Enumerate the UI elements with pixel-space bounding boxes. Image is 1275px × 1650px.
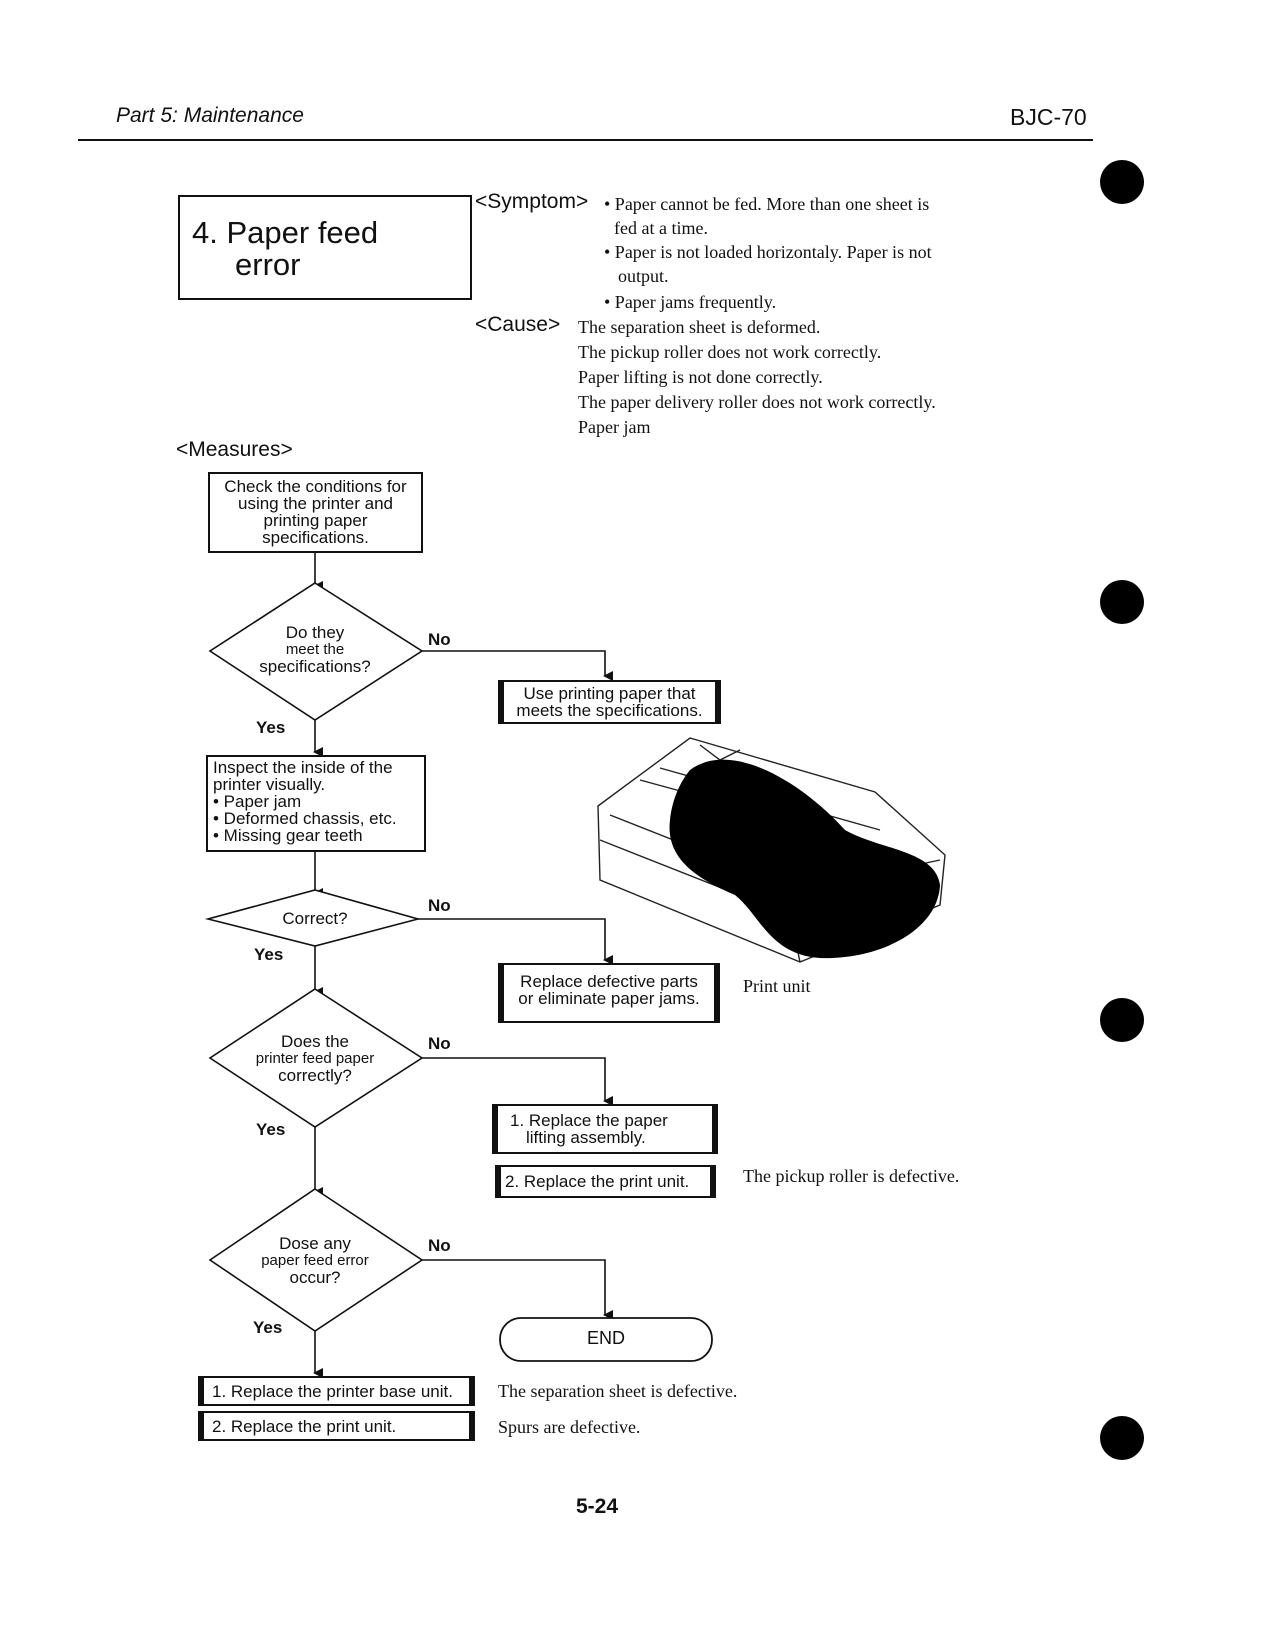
box-text: • Paper jam — [213, 792, 302, 811]
decision-correct: Correct? — [282, 909, 348, 928]
use-paper-box: Use printing paper that meets the specif… — [498, 680, 721, 724]
header-section: Part 5: Maintenance — [116, 104, 304, 127]
box-text: meets the specifications. — [516, 701, 703, 720]
replace-base-unit-box: 1. Replace the printer base unit. — [198, 1376, 475, 1406]
replace-lifting-box: 1. Replace the paper lifting assembly. — [492, 1104, 718, 1154]
decision-text: paper feed error — [261, 1252, 369, 1269]
decision-text: specifications? — [259, 657, 371, 676]
decision-text: Do they — [285, 623, 345, 642]
binder-hole — [1100, 998, 1144, 1042]
no-label: No — [428, 896, 451, 915]
symptom-line: • Paper jams frequently. — [604, 292, 777, 312]
section-title-line1: 4. Paper feed — [192, 215, 379, 250]
box-text: • Missing gear teeth — [213, 826, 363, 845]
cause-line: The separation sheet is deformed. — [578, 317, 821, 337]
no-label: No — [428, 1034, 451, 1053]
binder-hole — [1100, 1416, 1144, 1460]
no-label: No — [428, 1236, 451, 1255]
print-unit-label: Print unit — [743, 976, 811, 996]
decision-text: printer feed paper — [255, 1050, 375, 1067]
decision-text: meet the — [285, 641, 345, 658]
yes-label: Yes — [256, 1120, 286, 1139]
cause-line: Paper lifting is not done correctly. — [578, 367, 823, 387]
measures-tag: <Measures> — [176, 438, 293, 461]
decision-feed-correctly: Does the printer feed paper correctly? — [225, 1033, 405, 1084]
decision-feed-error: Dose any paper feed error occur? — [225, 1235, 405, 1286]
symptom-line: • Paper cannot be fed. More than one she… — [604, 194, 930, 214]
box-text: printing paper — [263, 511, 368, 530]
section-title-line2: error — [235, 247, 301, 282]
box-text: Replace defective parts — [520, 972, 698, 991]
box-text: lifting assembly. — [526, 1128, 646, 1147]
check-conditions-box: Check the conditions for using the print… — [208, 472, 423, 553]
end-terminal: END — [586, 1328, 625, 1348]
header-model: BJC-70 — [1010, 104, 1087, 130]
yes-label: Yes — [254, 945, 284, 964]
binder-hole — [1100, 160, 1144, 204]
section-title-box: 4. Paper feed error — [178, 195, 472, 300]
cause-line: The paper delivery roller does not work … — [578, 392, 936, 412]
symptom-line: fed at a time. — [614, 218, 708, 238]
box-text: Check the conditions for — [224, 477, 407, 496]
replace-parts-box: Replace defective parts or eliminate pap… — [498, 963, 720, 1023]
cause-tag: <Cause> — [475, 313, 561, 336]
page-number: 5-24 — [576, 1495, 619, 1518]
inspect-printer-box: Inspect the inside of the printer visual… — [206, 755, 426, 852]
decision-text: Dose any — [279, 1234, 351, 1253]
box-text: Use printing paper that — [523, 684, 696, 703]
separation-sheet-note: The separation sheet is defective. — [498, 1381, 738, 1401]
header-rule — [78, 139, 1093, 141]
cause-line: The pickup roller does not work correctl… — [578, 342, 882, 362]
box-text: specifications. — [262, 528, 369, 547]
decision-text: Does the — [280, 1032, 350, 1051]
replace-print-unit-final-box: 2. Replace the print unit. — [198, 1411, 475, 1441]
spurs-note: Spurs are defective. — [498, 1417, 641, 1437]
binder-hole — [1100, 580, 1144, 624]
decision-meet-specs: Do they meet the specifications? — [230, 624, 400, 675]
box-text: • Deformed chassis, etc. — [213, 809, 397, 828]
decision-text: occur? — [289, 1268, 341, 1287]
yes-label: Yes — [256, 718, 286, 737]
symptom-tag: <Symptom> — [475, 190, 589, 213]
symptom-line: output. — [618, 266, 669, 286]
decision-text: correctly? — [278, 1066, 352, 1085]
yes-label: Yes — [253, 1318, 283, 1337]
cause-line: Paper jam — [578, 417, 651, 437]
replace-print-unit-box: 2. Replace the print unit. — [495, 1165, 716, 1198]
box-text: printer visually. — [213, 775, 326, 794]
symptom-line: • Paper is not loaded horizontaly. Paper… — [604, 242, 932, 262]
no-label: No — [428, 630, 451, 649]
box-text: 1. Replace the paper — [510, 1111, 668, 1130]
pickup-roller-note: The pickup roller is defective. — [743, 1166, 960, 1186]
box-text: or eliminate paper jams. — [518, 989, 700, 1008]
box-text: Inspect the inside of the — [213, 758, 393, 777]
box-text: using the printer and — [238, 494, 393, 513]
